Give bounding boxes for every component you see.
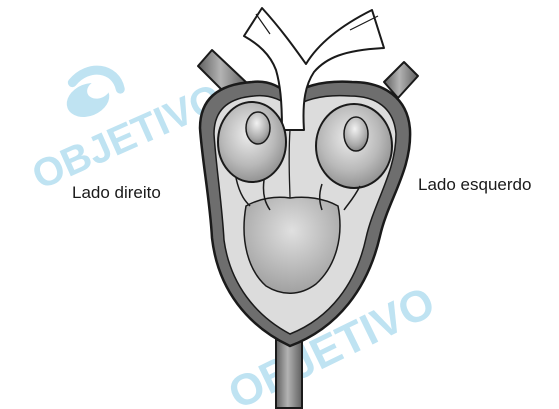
left-atrium-valve: [343, 116, 369, 152]
right-atrium-valve: [245, 111, 271, 145]
septum-line: [288, 129, 291, 199]
left-valve-leaflets: [318, 183, 361, 211]
inferior-vessel: [275, 339, 303, 409]
right-atrium: [217, 101, 287, 211]
label-right-side: Lado direito: [72, 183, 161, 202]
arteries-inner-line: [255, 13, 379, 35]
right-valve-leaflets: [235, 177, 271, 211]
left-atrium: [315, 103, 393, 211]
label-left-side: Lado esquerdo: [418, 175, 532, 194]
watermark-top: OBJETIVO: [26, 65, 229, 198]
watermark-text-top: OBJETIVO: [26, 76, 229, 198]
superior-vessel-right: [383, 61, 419, 99]
great-arteries: [243, 7, 385, 131]
objetivo-logo: [66, 65, 125, 117]
